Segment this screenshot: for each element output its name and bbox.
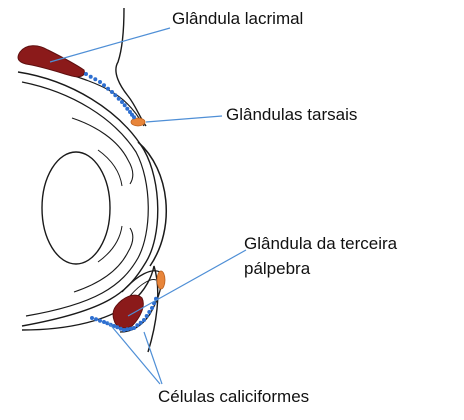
third-eyelid-gland-shape (113, 295, 143, 328)
label-glandulas-tarsais: Glândulas tarsais (226, 104, 357, 126)
tarsal-gland-shape (131, 118, 145, 126)
goblet-cell-dot (94, 317, 98, 321)
goblet-cell-dot (93, 77, 97, 81)
goblet-cell-dot (135, 323, 139, 327)
goblet-cell-dot (132, 115, 136, 119)
label-glandula-terceira-palpebra-line1: Glândula da terceira (244, 233, 397, 255)
goblet-cell-dot (102, 83, 106, 87)
goblet-cell-dot (125, 327, 129, 331)
goblet-cell-dot (84, 72, 88, 76)
label-celulas-caliciformes: Células caliciformes (158, 386, 309, 408)
goblet-cell-dot (120, 100, 124, 104)
goblet-cell-dot (122, 328, 126, 332)
goblet-cell-dot (90, 316, 94, 320)
leader-caliciformes-1 (108, 322, 160, 384)
label-glandula-terceira-palpebra-line2: pálpebra (244, 258, 310, 280)
goblet-cell-dot (129, 327, 133, 331)
goblet-cell-dot (125, 107, 129, 111)
goblet-cell-dot (132, 326, 136, 330)
goblet-cell-dot (147, 310, 151, 314)
goblet-cell-dot (142, 318, 146, 322)
leader-lacrimal (50, 28, 170, 62)
goblet-cell-dot (113, 93, 117, 97)
goblet-cell-dot (110, 90, 114, 94)
goblet-cell-dot (117, 97, 121, 101)
goblet-cell-dot (123, 103, 127, 107)
third-eyelid-inner (130, 280, 156, 296)
lens (42, 152, 110, 264)
goblet-cell-dot (145, 314, 149, 318)
goblet-cell-dot (98, 319, 102, 323)
third-eyelid-tarsal-shape (157, 271, 165, 289)
goblet-cell-dot (139, 321, 143, 325)
goblet-cell-dot (98, 80, 102, 84)
goblet-cell-dot (106, 87, 110, 91)
label-glandula-lacrimal: Glândula lacrimal (172, 8, 303, 30)
goblet-cell-dot (89, 75, 93, 79)
leader-terceira (128, 250, 246, 316)
leader-tarsais (146, 116, 222, 122)
goblet-cell-dot (150, 306, 154, 310)
